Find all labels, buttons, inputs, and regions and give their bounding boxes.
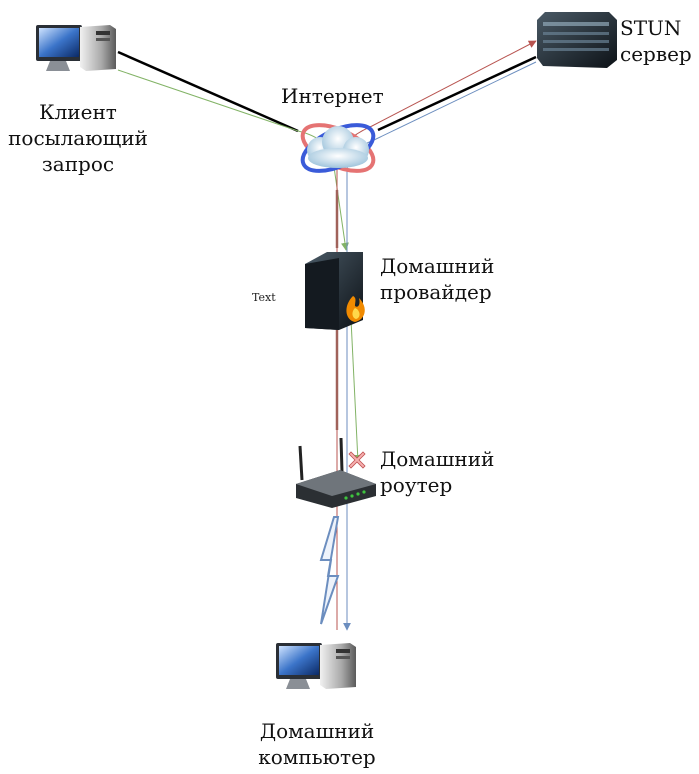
- desktop-pc-icon: [36, 25, 116, 71]
- link-client-internet: [117, 50, 299, 133]
- path-blue: [343, 61, 537, 631]
- wifi-router-icon: [296, 437, 376, 508]
- desktop-pc-icon: [276, 643, 356, 689]
- router-label: Домашний роутер: [380, 446, 494, 498]
- provider-label-line1: Домашний: [380, 254, 495, 278]
- internet-cloud-icon: [300, 123, 376, 173]
- client-label-line1: Клиент: [39, 100, 117, 124]
- firewall-icon: [305, 252, 365, 330]
- server-rack-icon: [537, 12, 617, 68]
- stun-label-line1: STUN: [620, 16, 682, 40]
- provider-label-line2: провайдер: [380, 280, 492, 304]
- client-label: Клиент посылающий запрос: [0, 99, 156, 177]
- link-internet-stun: [377, 55, 537, 132]
- client-label-line2: посылающий: [8, 126, 148, 150]
- home-pc-label: Домашний компьютер: [236, 718, 398, 770]
- provider-label: Домашний провайдер: [380, 253, 494, 305]
- router-label-line2: роутер: [380, 473, 453, 497]
- home-pc-label-line2: компьютер: [258, 745, 376, 769]
- stun-label-line2: сервер: [620, 42, 692, 66]
- router-label-line1: Домашний: [380, 447, 495, 471]
- home-pc-label-line1: Домашний: [259, 719, 375, 743]
- wireless-link-icon: [319, 516, 340, 625]
- path-red: [336, 40, 537, 630]
- text-note: Text: [252, 291, 276, 304]
- blocked-cross-icon: [348, 451, 366, 469]
- client-label-line3: запрос: [41, 152, 115, 176]
- stun-label: STUN сервер: [620, 15, 692, 67]
- internet-label: Интернет: [281, 84, 384, 108]
